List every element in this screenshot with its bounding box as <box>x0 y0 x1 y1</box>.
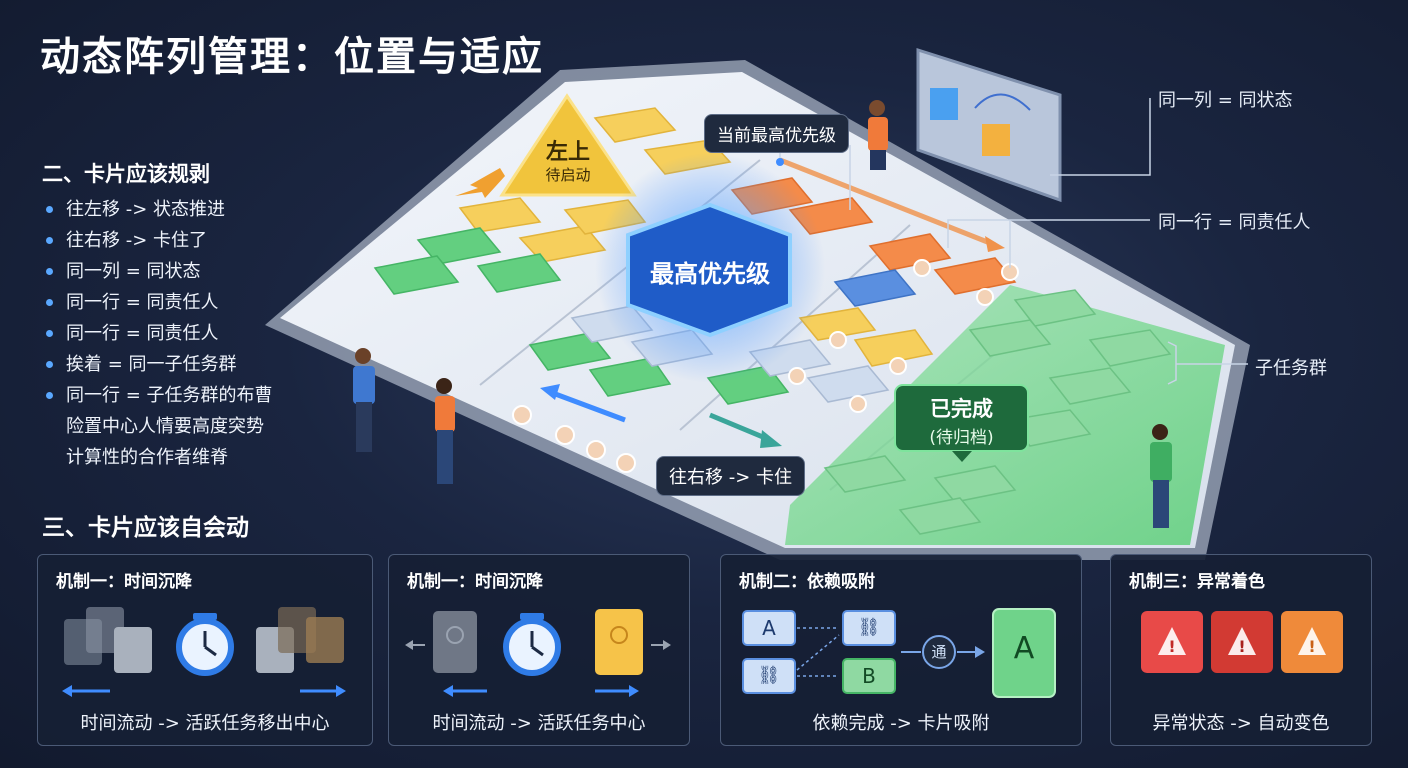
completed-label: 已完成 <box>930 397 993 421</box>
completed-tag-pointer <box>952 451 972 462</box>
dep-card-a: A <box>762 616 776 640</box>
person-left-1 <box>353 348 375 452</box>
rule-item: 挨着 = 同一子任务群 <box>46 349 273 380</box>
mechanism-panel-1: 机制一：时间沉降 时间流动 -> 活跃任务移出中心 <box>37 554 373 746</box>
panel-caption: 时间流动 -> 活跃任务中心 <box>432 713 646 734</box>
time-settle-illustration <box>62 607 346 697</box>
arrow-right-teal-icon <box>760 430 782 448</box>
anomaly-color-illustration: ! ! ! <box>1141 611 1343 673</box>
arrow-left-blue-icon <box>540 384 560 400</box>
svg-text:!: ! <box>1168 637 1175 656</box>
panel-caption: 依赖完成 -> 卡片吸附 <box>812 713 990 734</box>
auto-heading: 三、卡片应该自会动 <box>42 515 249 541</box>
panel-caption: 时间流动 -> 活跃任务移出中心 <box>80 713 330 734</box>
kanban-board-illustration <box>265 47 1250 560</box>
panel-title: 机制三：异常着色 <box>1129 572 1265 592</box>
completed-sublabel: (待归档) <box>929 428 994 448</box>
merge-label: 通 <box>931 643 947 661</box>
rule-item: 往右移 -> 卡住了 <box>46 225 273 256</box>
svg-text:!: ! <box>1308 637 1315 656</box>
callout-lines <box>779 98 1248 385</box>
rule-item-continuation: 计算性的合作者维脊 <box>66 447 228 468</box>
dep-card-b: B <box>862 664 876 688</box>
arrow-left-blue <box>549 389 626 423</box>
callout-same-row: 同一行 = 同责任人 <box>1158 212 1311 233</box>
person-right <box>1150 424 1172 528</box>
dep-result-card: A <box>1013 631 1035 666</box>
rules-heading: 二、卡片应该规剥 <box>42 162 210 186</box>
board-avatars <box>512 259 1019 473</box>
rule-item: 往左移 -> 状态推进 <box>46 194 273 225</box>
top-left-sublabel: 待启动 <box>545 166 591 184</box>
priority-hexagon <box>626 202 792 338</box>
rule-item: 同一列 = 同状态 <box>46 256 273 287</box>
top-left-label: 左上 <box>545 140 590 165</box>
callout-dot <box>776 158 784 166</box>
person-left-2 <box>435 378 455 484</box>
dependency-illustration <box>742 608 1056 698</box>
link-icon: ⛓ <box>857 617 881 638</box>
link-icon: ⛓ <box>757 665 781 686</box>
move-right-tag: 往右移 -> 卡住 <box>656 456 806 496</box>
rule-item: 同一行 = 同责任人 <box>46 318 273 349</box>
arrow-right-orange <box>779 157 996 248</box>
floating-screen <box>916 47 1062 203</box>
panel-caption: 异常状态 -> 自动变色 <box>1152 713 1330 734</box>
panel-title: 机制一：时间沉降 <box>56 572 192 592</box>
arrow-right-teal <box>709 412 771 443</box>
mechanism-panel-4: 机制三：异常着色 ! ! ! 异常状态 -> 自动变色 <box>1110 554 1372 746</box>
callout-subtask-group: 子任务群 <box>1255 358 1327 379</box>
completed-cards <box>823 289 1172 535</box>
highest-priority-label: 最高优先级 <box>650 260 770 288</box>
green-cards <box>373 227 790 405</box>
mechanism-panel-3: 机制二：依赖吸附 A ⛓ ⛓ B 通 A 依赖完成 -> 卡片吸附 <box>720 554 1082 746</box>
callout-same-column: 同一列 = 同状态 <box>1158 90 1293 111</box>
rule-item: 同一行 = 同责任人 <box>46 287 273 318</box>
page-title: 动态阵列管理：位置与适应 <box>40 34 544 80</box>
blue-card-dark <box>833 269 917 307</box>
arrow-left-yellow-icon <box>455 168 505 198</box>
panel-title: 机制二：依赖吸附 <box>739 572 875 592</box>
panel-title: 机制一：时间沉降 <box>407 572 543 592</box>
person-top <box>868 100 888 170</box>
mechanism-panel-2: 机制一：时间沉降 时间流动 -> 活跃任务中心 <box>388 554 690 746</box>
top-left-triangle <box>499 93 637 197</box>
time-center-illustration <box>405 609 671 697</box>
rule-item: 同一行 = 子任务群的布曹 <box>46 380 273 411</box>
rules-list: 往左移 -> 状态推进 往右移 -> 卡住了 同一列 = 同状态 同一行 = 同… <box>46 194 273 473</box>
arrow-right-orange-icon <box>985 236 1005 252</box>
svg-text:!: ! <box>1238 637 1245 656</box>
current-highest-tag: 当前最高优先级 <box>704 114 849 153</box>
rule-item-continuation: 险置中心人情要高度突势 <box>66 416 264 437</box>
